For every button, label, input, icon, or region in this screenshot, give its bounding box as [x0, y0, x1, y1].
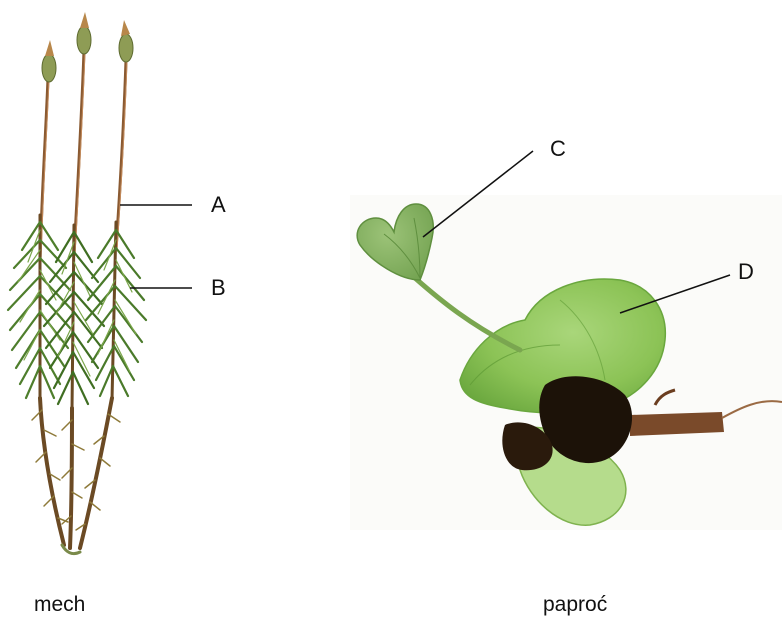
moss-seta-3 [116, 60, 126, 250]
label-c: C [550, 138, 566, 160]
moss-plant [8, 12, 146, 554]
moss-capsule-3 [119, 20, 133, 62]
moss-capsule-2 [77, 12, 91, 54]
moss-seta-2 [74, 50, 84, 255]
moss-capsule-1 [42, 40, 56, 82]
label-d: D [738, 261, 754, 283]
fern-plant [350, 195, 782, 530]
moss-lower-stems [32, 398, 120, 554]
label-b: B [211, 277, 226, 299]
moss-leafy-shoots [8, 215, 146, 410]
fern-rhizome [630, 412, 724, 436]
label-a: A [211, 194, 226, 216]
caption-moss: mech [34, 594, 85, 615]
caption-fern: paproć [543, 594, 607, 615]
